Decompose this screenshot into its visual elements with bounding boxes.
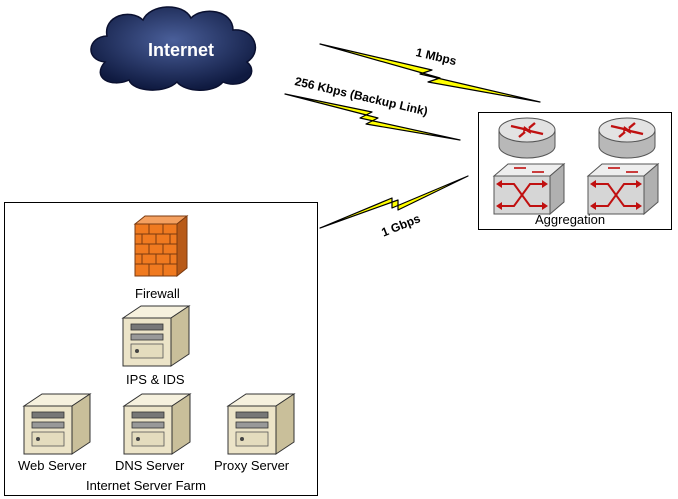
internet-cloud-icon — [90, 6, 257, 91]
server-icon — [122, 393, 192, 455]
dns-server-label: DNS Server — [115, 458, 185, 473]
firewall-label: Firewall — [135, 286, 180, 301]
switch-icon — [492, 162, 566, 216]
server-farm-label: Internet Server Farm — [86, 478, 206, 493]
router-icon — [498, 117, 556, 159]
ips-ids-label: IPS & IDS — [126, 372, 185, 387]
router-icon — [598, 117, 656, 159]
server-icon — [22, 393, 92, 455]
switch-icon — [586, 162, 660, 216]
web-server-label: Web Server — [18, 458, 87, 473]
aggregation-label: Aggregation — [535, 212, 606, 227]
firewall-icon — [133, 214, 189, 278]
internet-label: Internet — [148, 40, 215, 60]
proxy-server-label: Proxy Server — [214, 458, 290, 473]
server-icon — [121, 305, 191, 367]
server-icon — [226, 393, 296, 455]
